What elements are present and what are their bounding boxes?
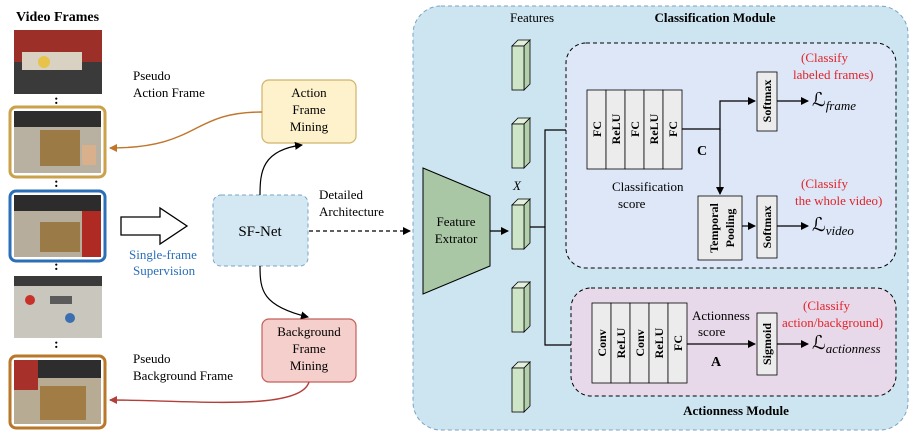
classification-score-line2: score bbox=[618, 196, 646, 211]
video-frames-title: Video Frames bbox=[16, 10, 100, 25]
extractor-line1: Feature bbox=[437, 214, 476, 229]
arrow-sfnet-to-background-mining bbox=[259, 265, 309, 320]
arrow-background-mining-to-frame bbox=[109, 381, 310, 405]
ellipsis-1: : bbox=[54, 93, 59, 108]
softmax-video-label: Softmax bbox=[760, 206, 774, 249]
act-layer-4-label: ReLU bbox=[652, 327, 666, 358]
feature-box-1 bbox=[511, 39, 531, 91]
classification-score-line1: Classification bbox=[612, 179, 684, 194]
cls-layer-3-label: FC bbox=[628, 121, 642, 137]
detailed-label-line1: Detailed bbox=[319, 187, 364, 202]
ellipsis-2: : bbox=[54, 176, 59, 191]
actionness-layers: Conv ReLU Conv ReLU FC bbox=[591, 302, 688, 384]
supervision-arrow bbox=[120, 206, 189, 246]
x-label: X bbox=[512, 178, 522, 193]
arrow-cls-to-softmax-frame bbox=[682, 97, 756, 130]
sigmoid-label: Sigmoid bbox=[760, 323, 774, 365]
video-frame-supervised bbox=[8, 189, 107, 263]
feature-box-x bbox=[511, 198, 531, 250]
video-frames-column: Video Frames : : : bbox=[8, 10, 107, 430]
c-label: C bbox=[697, 144, 707, 159]
arrow-sfnet-to-action-mining bbox=[259, 141, 303, 196]
pseudo-background-label-line1: Pseudo bbox=[133, 351, 171, 366]
background-mining-line1: Background bbox=[277, 324, 341, 339]
feature-extractor bbox=[422, 167, 491, 295]
video-frame-pseudo-background bbox=[8, 354, 107, 430]
supervision-label-line2: Supervision bbox=[133, 263, 196, 278]
softmax-frame-label: Softmax bbox=[760, 80, 774, 123]
ellipsis-3: : bbox=[54, 259, 59, 274]
softmax-video-box bbox=[756, 195, 778, 259]
act-layer-1-label: Conv bbox=[595, 329, 609, 356]
note-actionness-line1: (Classify bbox=[803, 298, 850, 313]
loss-frame-sub: frame bbox=[826, 98, 857, 113]
cls-layer-1-label: FC bbox=[590, 121, 604, 137]
temporal-pooling-box bbox=[697, 195, 743, 261]
actionness-module-title: Actionness Module bbox=[683, 403, 789, 418]
action-mining-line2: Frame bbox=[292, 102, 325, 117]
pooling-line1: Temporal bbox=[707, 203, 721, 253]
loss-actionness-sub: actionness bbox=[826, 341, 881, 356]
cls-layer-5-label: FC bbox=[666, 121, 680, 137]
note-frame-line1: (Classify bbox=[801, 50, 848, 65]
note-actionness-line2: action/background) bbox=[782, 315, 883, 330]
background-mining-line2: Frame bbox=[292, 341, 325, 356]
note-video-line1: (Classify bbox=[801, 176, 848, 191]
feature-box-2 bbox=[511, 117, 531, 169]
action-mining-line1: Action bbox=[291, 85, 327, 100]
background-mining-line3: Mining bbox=[290, 358, 329, 373]
loss-video-sub: video bbox=[826, 223, 855, 238]
feature-box-4 bbox=[511, 281, 531, 333]
act-layer-5-fc bbox=[667, 302, 688, 384]
detailed-label-line2: Architecture bbox=[319, 204, 384, 219]
pseudo-background-label-line2: Background Frame bbox=[133, 368, 233, 383]
feature-box-5 bbox=[511, 361, 531, 413]
video-frame-pseudo-action bbox=[8, 105, 107, 179]
a-label: A bbox=[711, 355, 722, 370]
cls-layer-2-label: ReLU bbox=[609, 113, 623, 144]
supervision-label-line1: Single-frame bbox=[129, 247, 197, 262]
pooling-line2: Pooling bbox=[723, 209, 737, 248]
actionness-score-line2: score bbox=[698, 324, 726, 339]
note-video-line2: the whole video) bbox=[795, 193, 882, 208]
video-frame-1 bbox=[14, 30, 102, 94]
action-mining-line3: Mining bbox=[290, 119, 329, 134]
act-layer-5-label: FC bbox=[671, 335, 685, 351]
ellipsis-4: : bbox=[54, 337, 59, 352]
pseudo-action-label-line2: Action Frame bbox=[133, 85, 205, 100]
arrow-x-to-classification bbox=[530, 126, 585, 228]
cls-layer-4-label: ReLU bbox=[647, 113, 661, 144]
act-layer-2-label: ReLU bbox=[614, 327, 628, 358]
sfnet-label: SF-Net bbox=[238, 224, 282, 240]
extractor-line2: Extrator bbox=[435, 231, 478, 246]
feature-boxes bbox=[511, 39, 531, 413]
actionness-score-line1: Actionness bbox=[692, 308, 750, 323]
classification-layers: FC ReLU FC ReLU FC bbox=[586, 89, 683, 170]
note-frame-line2: labeled frames) bbox=[793, 67, 873, 82]
act-layer-3-label: Conv bbox=[633, 329, 647, 356]
classification-module-title: Classification Module bbox=[655, 10, 776, 25]
video-frame-4 bbox=[14, 276, 102, 338]
pseudo-action-label-line1: Pseudo bbox=[133, 68, 171, 83]
features-label: Features bbox=[510, 10, 554, 25]
arrow-action-mining-to-frame bbox=[109, 111, 263, 152]
